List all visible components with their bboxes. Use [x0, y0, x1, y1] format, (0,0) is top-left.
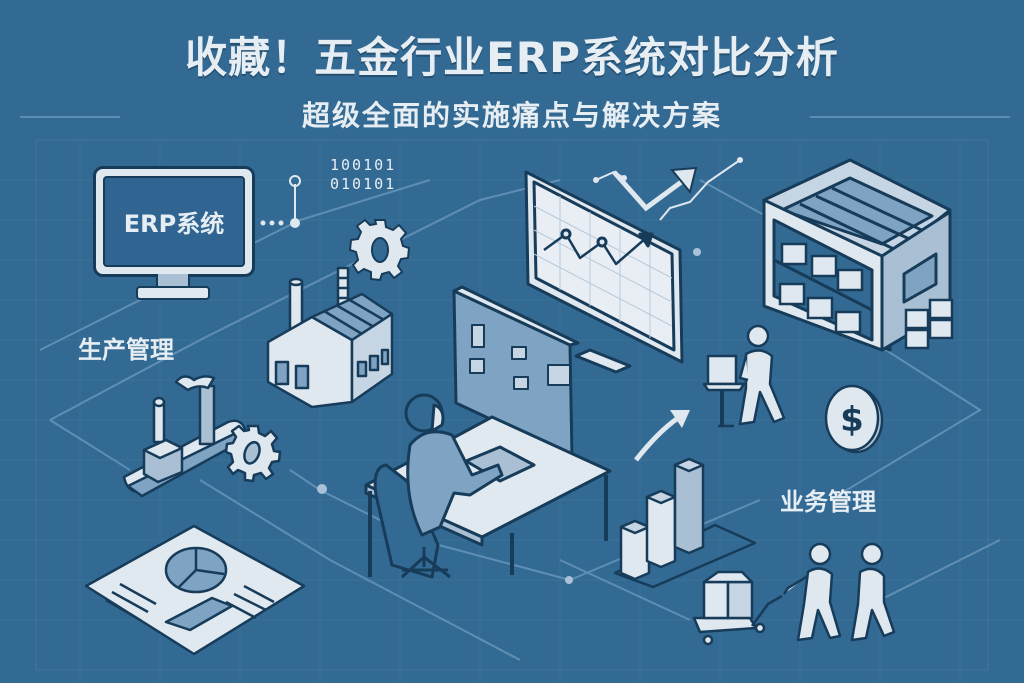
business-management-label: 业务管理: [780, 488, 876, 516]
factory-icon: [266, 266, 394, 409]
analytics-monitor-icon: [524, 170, 684, 374]
growth-arrow-icon: [634, 410, 690, 462]
worker-carrying-box-icon: [702, 324, 786, 428]
subtitle-rule-left: [20, 116, 120, 118]
erp-screen-text: ERP系统: [103, 176, 245, 267]
binary-code: 100101 010101: [330, 156, 396, 194]
report-document-icon: [84, 524, 306, 656]
workers-pushing-cart-icon: [692, 542, 896, 646]
binary-line-2: 010101: [330, 175, 397, 193]
warehouse-icon: [762, 158, 954, 352]
page-subtitle: 超级全面的实施痛点与解决方案: [301, 99, 722, 132]
connector-icon: [260, 175, 301, 228]
office-worker-at-desk-icon: [364, 285, 612, 579]
conveyor-factory-icon: [122, 375, 282, 498]
production-management-label: 生产管理: [78, 336, 174, 364]
erp-monitor-icon: ERP系统: [93, 166, 255, 277]
subtitle-rule-right: [810, 116, 1010, 118]
bar-chart-icon: [613, 457, 757, 589]
gear-icon: [348, 218, 411, 282]
trend-arrow-icon: [593, 157, 743, 221]
svg-text:$: $: [840, 400, 864, 440]
dollar-coin-icon: $: [824, 384, 884, 454]
binary-line-1: 100101: [330, 156, 397, 174]
erp-monitor-base: [136, 286, 210, 300]
page-title: 收藏！五金行业ERP系统对比分析: [185, 33, 839, 82]
